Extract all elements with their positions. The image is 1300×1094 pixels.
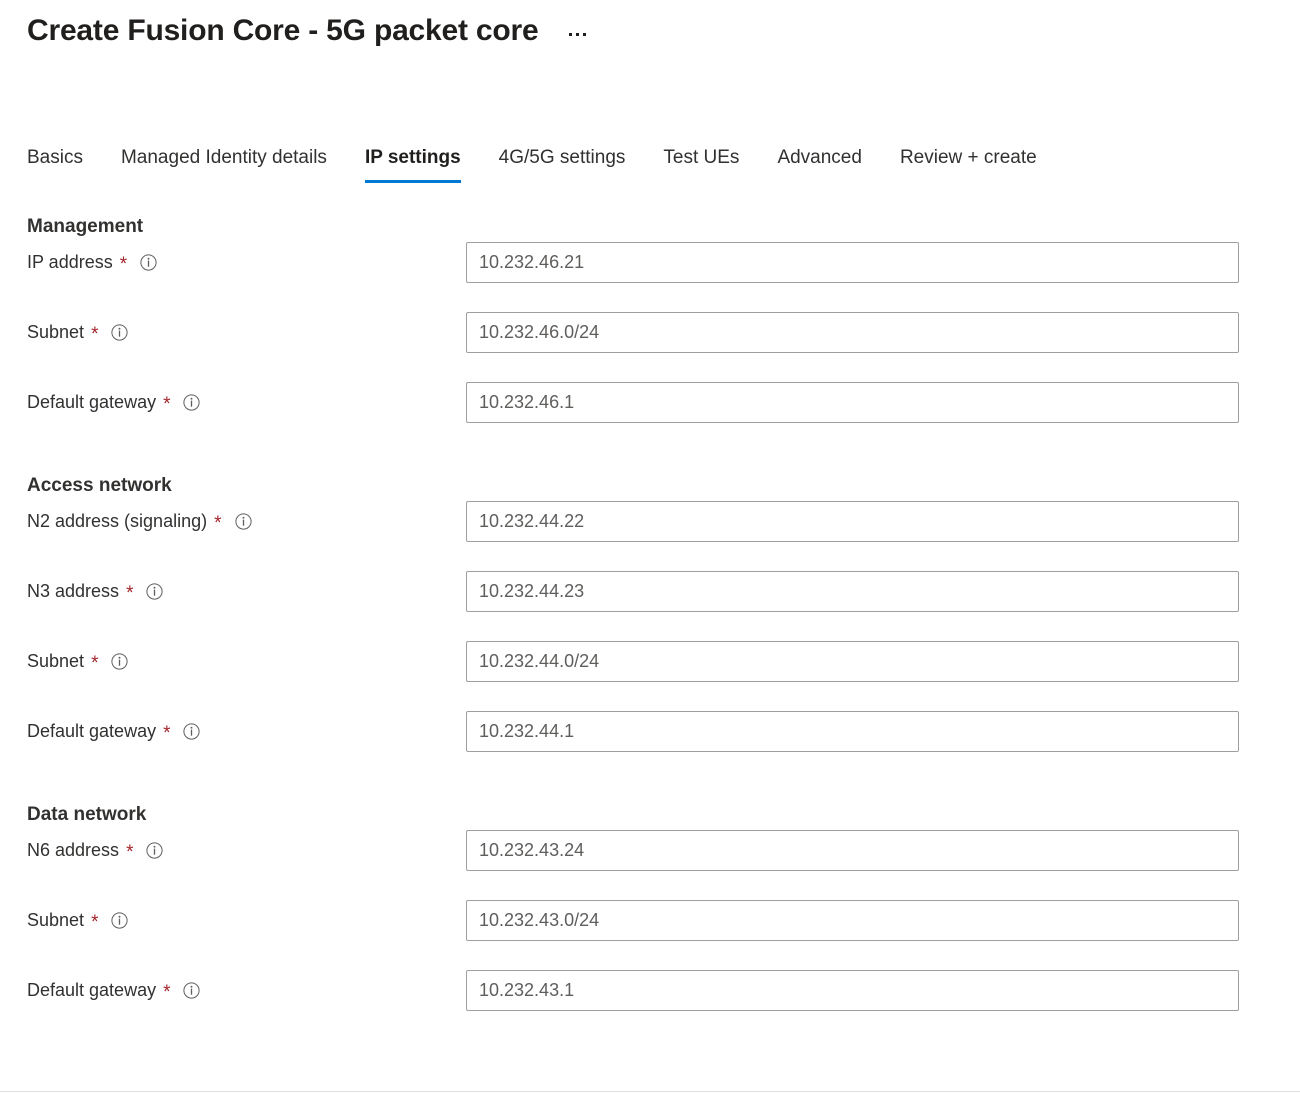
field-label-subnet: Subnet * — [27, 312, 129, 353]
tab-bar: Basics Managed Identity details IP setting… — [0, 145, 1300, 197]
required-asterisk: * — [126, 583, 134, 604]
field-label-subnet: Subnet * — [27, 900, 129, 941]
input-access-network-n3-address[interactable] — [466, 571, 1239, 612]
input-data-network-n6-address[interactable] — [466, 830, 1239, 871]
section-heading: Management — [27, 216, 144, 237]
ellipsis-dot — [576, 32, 579, 36]
label-text: IP address — [27, 252, 113, 272]
label-text: Subnet — [27, 651, 85, 671]
field-label-ip-address: IP address * — [27, 242, 157, 283]
field-row: IP address * — [0, 242, 1300, 312]
field-label-n2-address-signaling: N2 address (signaling) * — [27, 501, 252, 542]
ellipsis-icon[interactable] — [561, 20, 595, 48]
input-access-network-subnet[interactable] — [466, 641, 1239, 682]
label-text: Default gateway — [27, 980, 157, 1000]
tab-4g-5g-settings[interactable]: 4G/5G settings — [499, 145, 626, 183]
tab-managed-identity-details[interactable]: Managed Identity details — [121, 145, 327, 183]
label-text: N3 address — [27, 581, 120, 601]
input-data-network-subnet[interactable] — [466, 900, 1239, 941]
section-heading: Access network — [27, 475, 172, 496]
page-title: Create Fusion Core - 5G packet core — [27, 14, 539, 47]
section-spacer — [0, 781, 1300, 800]
field-row: Subnet * — [0, 641, 1300, 711]
tab-basics[interactable]: Basics — [27, 145, 83, 183]
required-asterisk: * — [163, 982, 171, 1003]
label-text: Subnet — [27, 322, 85, 342]
required-asterisk: * — [119, 254, 128, 275]
tab-advanced[interactable]: Advanced — [777, 145, 862, 183]
input-data-network-default-gateway[interactable] — [466, 970, 1239, 1011]
bottom-divider — [0, 1091, 1300, 1092]
info-icon[interactable] — [146, 842, 164, 859]
input-management-subnet[interactable] — [466, 312, 1239, 353]
required-asterisk: * — [91, 912, 99, 933]
input-management-default-gateway[interactable] — [466, 382, 1239, 423]
info-icon[interactable] — [183, 982, 201, 999]
required-asterisk: * — [214, 513, 222, 534]
label-text: Default gateway — [27, 392, 157, 412]
label-text: Default gateway — [27, 721, 157, 741]
field-row: Default gateway * — [0, 382, 1300, 452]
section-heading: Data network — [27, 804, 147, 825]
field-row: Default gateway * — [0, 970, 1300, 1040]
tab-test-ues[interactable]: Test UEs — [663, 145, 739, 183]
tab-review-create[interactable]: Review + create — [900, 145, 1037, 183]
field-row: Subnet * — [0, 900, 1300, 970]
label-text: Subnet — [27, 910, 85, 930]
required-asterisk: * — [163, 723, 171, 744]
field-row: Subnet * — [0, 312, 1300, 382]
required-asterisk: * — [126, 842, 134, 863]
title-bar: Create Fusion Core - 5G packet core — [0, 0, 1300, 62]
field-label-default-gateway: Default gateway * — [27, 970, 201, 1011]
field-label-subnet: Subnet * — [27, 641, 129, 682]
field-row: N6 address * — [0, 830, 1300, 900]
info-icon[interactable] — [111, 912, 129, 929]
input-access-network-default-gateway[interactable] — [466, 711, 1239, 752]
info-icon[interactable] — [111, 653, 129, 670]
field-label-default-gateway: Default gateway * — [27, 711, 201, 752]
input-access-network-n2-address-signaling[interactable] — [466, 501, 1239, 542]
required-asterisk: * — [91, 324, 99, 345]
required-asterisk: * — [91, 653, 99, 674]
field-label-default-gateway: Default gateway * — [27, 382, 201, 423]
info-icon[interactable] — [183, 394, 201, 411]
info-icon[interactable] — [183, 723, 201, 740]
label-text: N2 address (signaling) — [27, 511, 208, 531]
field-row: N3 address * — [0, 571, 1300, 641]
section-spacer — [0, 452, 1300, 471]
info-icon[interactable] — [140, 254, 157, 271]
info-icon[interactable] — [146, 583, 164, 600]
tab-ip-settings[interactable]: IP settings — [364, 145, 461, 183]
input-management-ip-address[interactable] — [466, 242, 1239, 283]
label-text: N6 address — [27, 840, 120, 860]
info-icon[interactable] — [111, 324, 129, 341]
field-row: Default gateway * — [0, 711, 1300, 781]
ellipsis-dot — [583, 32, 586, 36]
field-row: N2 address (signaling) * — [0, 501, 1300, 571]
info-icon[interactable] — [234, 513, 252, 530]
field-label-n6-address: N6 address * — [27, 830, 164, 871]
ellipsis-dot — [569, 32, 572, 36]
required-asterisk: * — [163, 394, 171, 415]
field-label-n3-address: N3 address * — [27, 571, 164, 612]
